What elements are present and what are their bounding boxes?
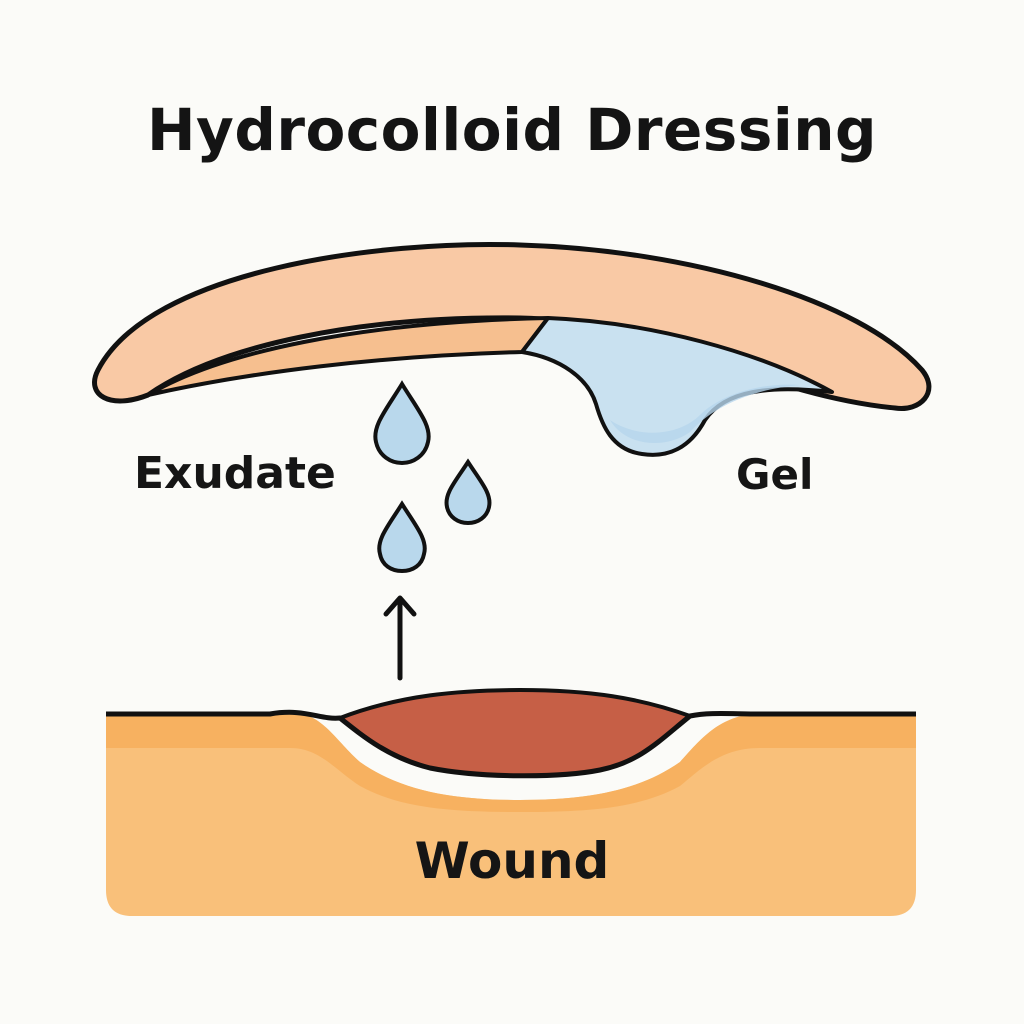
skin-surface-line bbox=[106, 709, 916, 779]
gel-pocket bbox=[520, 316, 834, 457]
gel-shade bbox=[610, 384, 800, 444]
exudate-droplet-3 bbox=[377, 500, 427, 574]
label-gel: Gel bbox=[736, 450, 814, 499]
exudate-droplet-1 bbox=[373, 380, 431, 466]
skin-top-layer bbox=[106, 713, 916, 812]
skin-tissue bbox=[106, 713, 916, 916]
label-wound: Wound bbox=[414, 832, 610, 890]
dressing-backing bbox=[92, 242, 932, 411]
wound-bed bbox=[338, 688, 692, 778]
arrow-up-icon bbox=[383, 595, 417, 617]
diagram-title: Hydrocolloid Dressing bbox=[146, 96, 878, 164]
label-exudate: Exudate bbox=[134, 448, 336, 499]
exudate-droplet-2 bbox=[444, 458, 492, 526]
